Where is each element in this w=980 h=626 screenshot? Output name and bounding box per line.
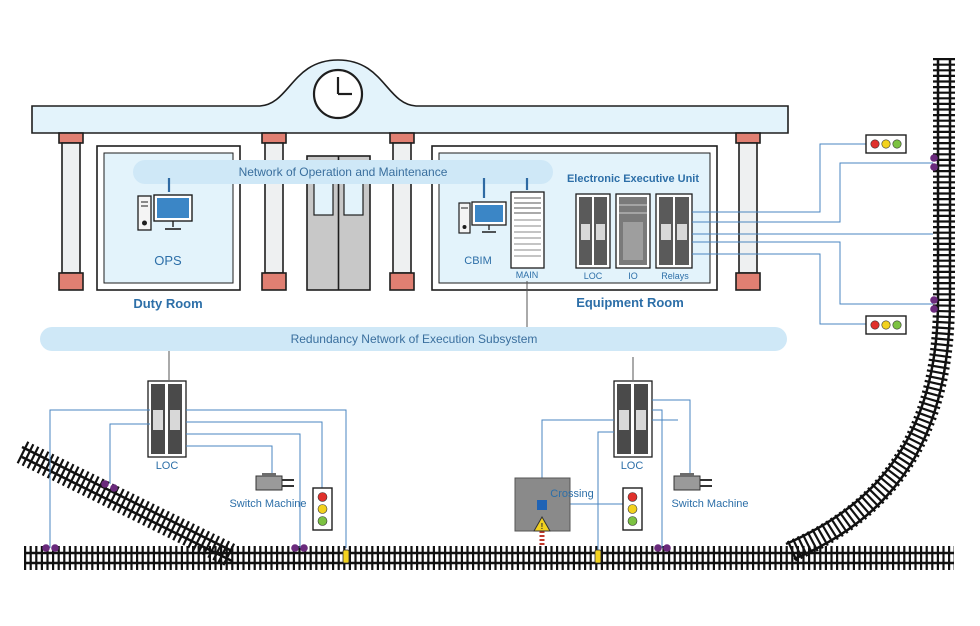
duty-room-label: Duty Room [133,296,202,311]
left-loc-wiring [49,409,347,548]
main-label: MAIN [516,270,539,280]
left-switch-machine-label: Switch Machine [229,498,306,510]
ops-computer-icon [137,194,193,231]
curved-track [785,58,955,563]
diverging-track [16,441,238,567]
warning-triangle-icon: ! [533,515,551,532]
crossing-label: Crossing [550,488,593,500]
eeu-io-label: IO [628,271,638,281]
left-traffic-signal-icon [312,487,333,531]
right-switch-machine-label: Switch Machine [671,498,748,510]
eeu-io-rack-icon [615,193,651,269]
eeu-relays-label: Relays [661,271,689,281]
eeu-loc-rack-icon [575,193,611,269]
svg-text:!: ! [541,522,544,531]
right-switch-machine-icon [673,473,712,491]
network-redundancy-band [40,327,787,351]
cbim-computer-icon [458,201,507,234]
right-loc-label: LOC [621,460,644,472]
right-traffic-signal-icon [622,487,643,531]
cbim-label: CBIM [464,255,492,267]
main-server-rack-icon [510,191,545,269]
upper-traffic-signal-icon [865,134,907,154]
left-switch-machine-icon [255,473,294,491]
eeu-loc-label: LOC [584,271,603,281]
network-operation-label: Network of Operation and Maintenance [239,165,448,179]
lower-traffic-signal-icon [865,315,907,335]
network-redundancy-label: Redundancy Network of Execution Subsyste… [291,332,538,346]
left-loc-label: LOC [156,460,179,472]
track-balises [342,549,602,564]
eeu-relays-rack-icon [655,193,693,269]
building-roof [31,59,789,134]
clock-icon [312,68,364,120]
eeu-label: Electronic Executive Unit [567,173,699,185]
right-loc-cabinet-icon [613,380,653,458]
track-sensors [42,154,938,552]
equipment-room-label: Equipment Room [576,295,684,310]
relay-wiring [692,143,933,325]
ops-label: OPS [154,253,182,268]
main-track [24,546,954,570]
left-loc-cabinet-icon [147,380,187,458]
network-operation-band [133,160,553,184]
right-loc-wiring [541,399,691,552]
